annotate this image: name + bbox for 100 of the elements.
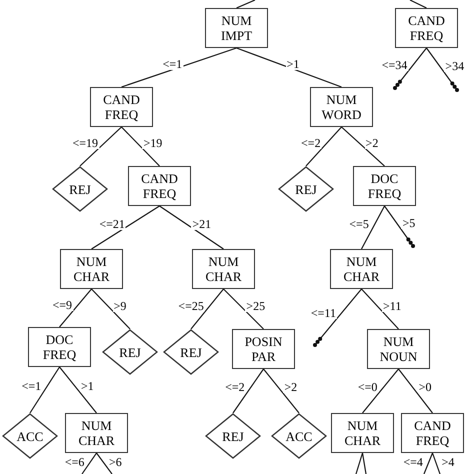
decision-diamond xyxy=(278,166,334,212)
branch-line xyxy=(190,288,224,330)
edge-label: <=1 xyxy=(162,58,184,70)
branch-line xyxy=(361,288,399,330)
attribute-box xyxy=(395,8,458,48)
attribute-box xyxy=(401,413,464,453)
edge-label: <=6 xyxy=(64,456,86,468)
branch-line xyxy=(393,48,427,90)
attribute-box xyxy=(232,329,295,369)
edge-label: <=0 xyxy=(356,381,378,394)
branch-line xyxy=(80,126,122,166)
node-label: REJ xyxy=(294,182,318,196)
edge-label: <=21 xyxy=(98,218,126,230)
node-label: CAND FREQ xyxy=(407,13,446,43)
attribute-box xyxy=(205,8,268,48)
edge-label: <=11 xyxy=(310,306,337,319)
edge-label: >21 xyxy=(191,218,212,230)
node-label: NUM CHAR xyxy=(342,254,381,284)
node-label: NUM WORD xyxy=(320,92,362,122)
branch-line xyxy=(313,288,362,347)
attribute-box xyxy=(192,249,255,289)
edge-label: >11 xyxy=(382,300,402,312)
attribute-box xyxy=(128,166,191,206)
decision-diamond xyxy=(163,329,219,375)
branch-line xyxy=(59,366,97,414)
decision-diamond xyxy=(102,329,158,375)
node-label: CAND FREQ xyxy=(413,418,452,448)
branch-line xyxy=(91,288,130,330)
branch-line xyxy=(236,47,342,88)
attribute-box xyxy=(310,87,373,127)
branch-line xyxy=(362,452,367,474)
node-label: CAND FREQ xyxy=(102,92,141,122)
branch-line xyxy=(223,288,264,330)
branch-line xyxy=(361,206,385,250)
node-label: NUM CHAR xyxy=(204,254,243,284)
attribute-box xyxy=(65,413,128,453)
edge-label: <=2 xyxy=(224,381,246,394)
attribute-box xyxy=(60,249,123,289)
edge-label: >0 xyxy=(418,381,433,394)
edge-label: >9 xyxy=(112,300,128,312)
attribute-box xyxy=(353,166,416,206)
decision-diamond xyxy=(271,413,327,459)
edge-label: >5 xyxy=(401,216,416,229)
branch-line xyxy=(236,0,256,8)
branch-line xyxy=(355,452,364,474)
node-label: CAND FREQ xyxy=(140,171,179,201)
node-label: NUM CHAR xyxy=(72,254,111,284)
edge-label: >34 xyxy=(444,60,466,72)
node-label: REJ xyxy=(179,344,203,360)
edge-label: <=19 xyxy=(72,137,100,150)
branch-line xyxy=(410,0,427,8)
branch-line xyxy=(424,452,434,474)
node-label: REJ xyxy=(118,344,142,360)
node-label: NUM CHAR xyxy=(343,418,382,448)
attribute-box xyxy=(330,249,393,289)
edge-label: >6 xyxy=(108,456,123,468)
branch-line xyxy=(159,206,224,250)
node-label: NUM CHAR xyxy=(77,418,116,448)
edge-label: >4 xyxy=(440,456,456,468)
branch-line xyxy=(426,48,459,92)
edge-label: >19 xyxy=(142,137,164,150)
edge-label: >1 xyxy=(80,380,95,392)
branch-line xyxy=(341,126,385,166)
branch-line xyxy=(96,452,112,474)
node-label: DOC FREQ xyxy=(366,171,402,201)
node-label: REJ xyxy=(221,428,245,444)
edge-label: <=4 xyxy=(402,456,424,468)
branch-line xyxy=(398,368,433,414)
edge-label: <=9 xyxy=(52,298,74,311)
attribute-box xyxy=(28,327,91,367)
decision-diamond xyxy=(205,413,261,459)
node-label: ACC xyxy=(284,428,314,444)
branch-line xyxy=(82,452,97,474)
decision-diamond xyxy=(2,413,58,459)
branch-line xyxy=(59,288,92,328)
branch-line xyxy=(91,206,160,250)
branch-line xyxy=(121,126,160,166)
branch-line xyxy=(384,206,415,248)
node-label: DOC FREQ xyxy=(42,332,78,362)
edge-label: >2 xyxy=(283,381,298,394)
edge-label: <=34 xyxy=(380,58,408,71)
branch-line xyxy=(121,47,237,88)
attribute-box xyxy=(367,329,430,369)
edge-label: <=2 xyxy=(300,137,322,150)
node-label: NUM NOUN xyxy=(378,334,418,364)
edge-label: <=1 xyxy=(20,380,42,392)
attribute-box xyxy=(90,87,153,127)
edge-label: <=5 xyxy=(348,218,370,230)
branch-line xyxy=(306,126,342,166)
edge-label: >2 xyxy=(364,137,380,150)
decision-diamond xyxy=(52,166,108,212)
edge-label: >1 xyxy=(286,58,300,70)
branch-line xyxy=(263,368,300,414)
node-label: NUM IMPT xyxy=(220,13,254,43)
branch-line xyxy=(30,366,60,414)
edge-label: >25 xyxy=(245,300,266,312)
branch-line xyxy=(232,368,264,414)
edge-label: <=25 xyxy=(177,300,205,312)
node-label: REJ xyxy=(68,182,92,196)
attribute-box xyxy=(331,413,394,453)
